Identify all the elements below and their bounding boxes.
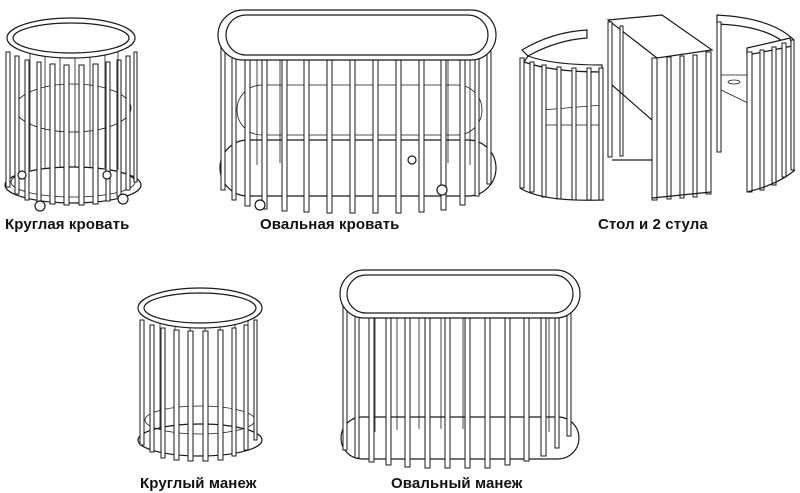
round-bed-caption: Круглая кровать: [5, 216, 130, 233]
round-bed-illustration: [0, 0, 150, 215]
table-and-chairs-caption: Стол и 2 стула: [598, 216, 708, 233]
oval-bed-illustration: [212, 0, 502, 215]
table-and-chairs-illustration: [512, 10, 800, 210]
oval-playpen-illustration: [335, 262, 585, 469]
oval-bed-caption: Овальная кровать: [260, 216, 400, 233]
oval-playpen-caption: Овальный манеж: [391, 475, 523, 492]
round-playpen-caption: Круглый манеж: [140, 475, 257, 492]
round-playpen-illustration: [130, 280, 280, 465]
